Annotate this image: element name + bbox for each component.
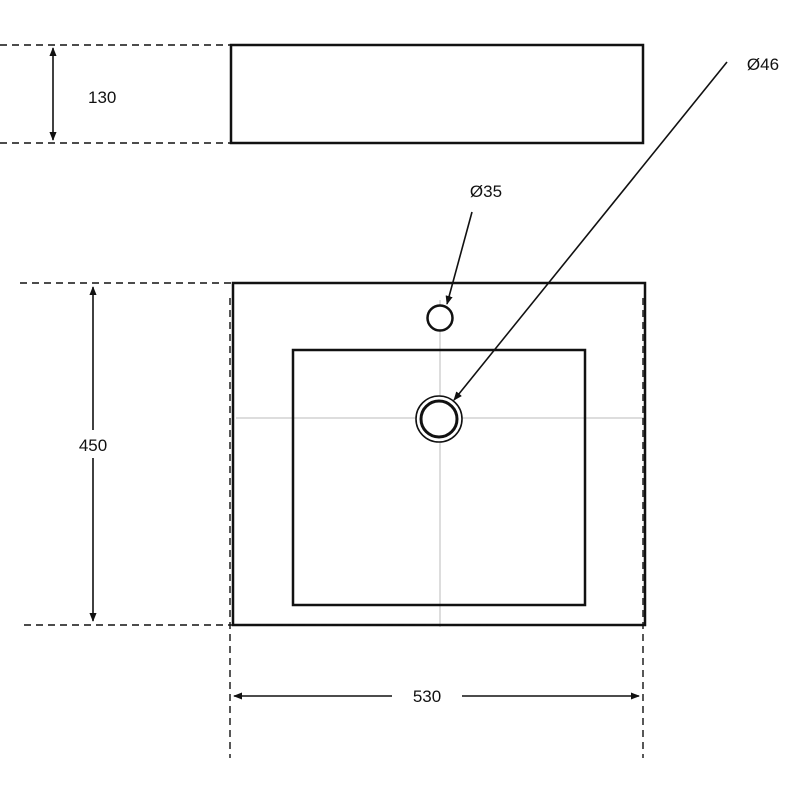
drain-hole-inner xyxy=(419,399,459,439)
tap-hole xyxy=(426,304,454,332)
height-dimension-label: 130 xyxy=(88,88,116,107)
depth-dimension-label: 450 xyxy=(79,436,107,455)
width-label-background xyxy=(392,682,462,710)
drain-hole-label: Ø46 xyxy=(747,55,779,74)
depth-label-background xyxy=(68,430,118,458)
top-view: 450 530 Ø35 Ø46 xyxy=(20,55,779,758)
drain-hole-leader xyxy=(453,61,728,401)
tap-hole-leader xyxy=(445,211,473,305)
tap-hole-label: Ø35 xyxy=(470,182,502,201)
basin-outer-outline xyxy=(231,281,647,627)
basin-inner-bowl xyxy=(291,348,587,607)
side-view-outline xyxy=(229,43,645,145)
side-view: 130 xyxy=(0,43,645,145)
width-dimension-label: 530 xyxy=(413,687,441,706)
